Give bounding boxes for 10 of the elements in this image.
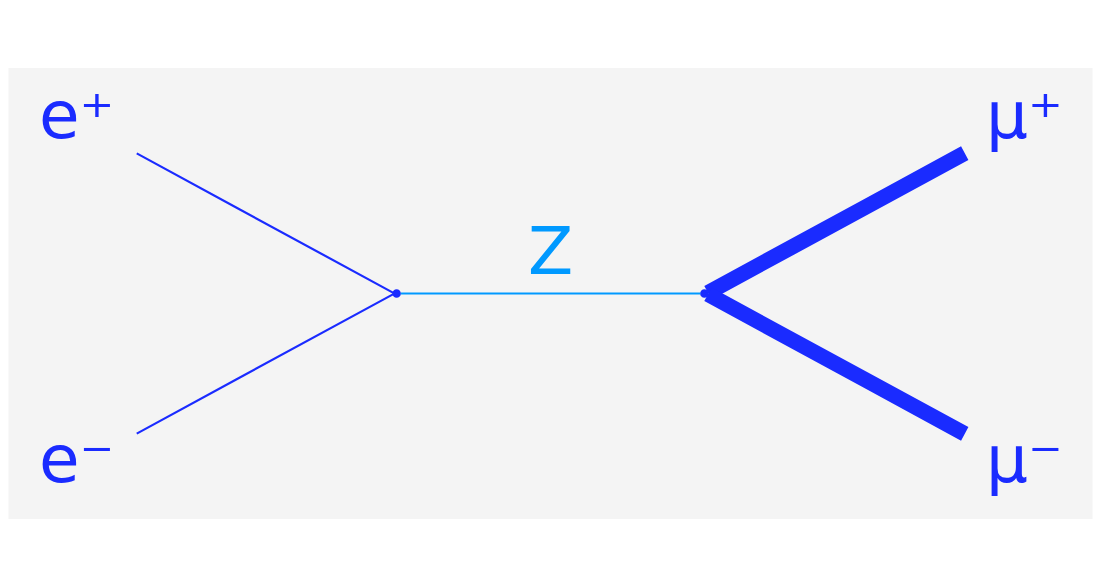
node-text: μ⁻ <box>985 420 1063 498</box>
node-point <box>700 288 709 298</box>
connector <box>136 151 394 294</box>
node-text: e⁺ <box>38 76 115 154</box>
connector <box>400 291 701 295</box>
edge-label: Z <box>527 212 574 290</box>
node-text: μ⁺ <box>985 76 1063 154</box>
connector <box>136 292 394 435</box>
node-point <box>392 288 401 298</box>
node-text: e⁻ <box>38 420 115 498</box>
